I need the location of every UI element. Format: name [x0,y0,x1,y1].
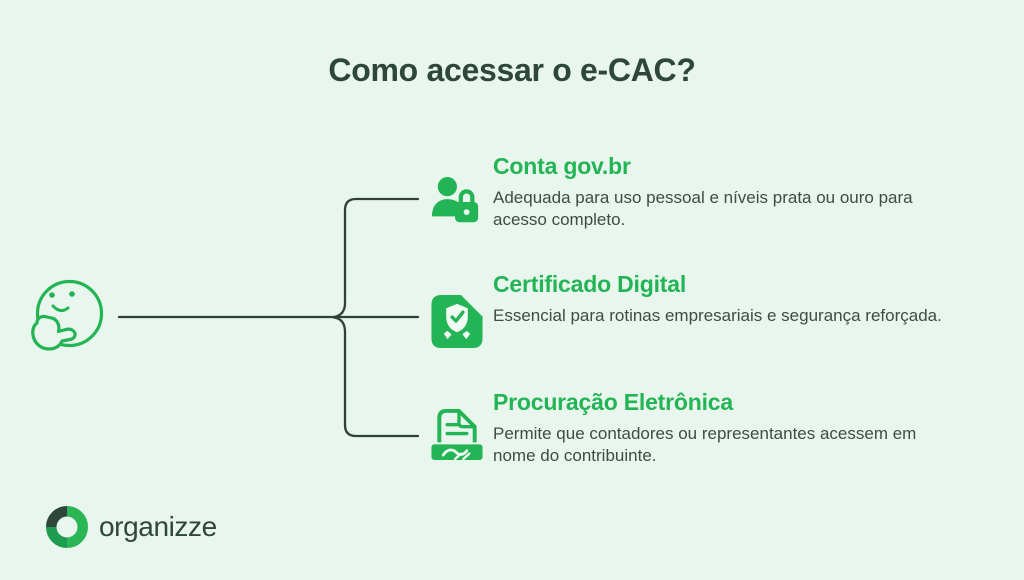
branch-description: Essencial para rotinas empresariais e se… [493,306,942,325]
branch-certificado-digital: Certificado Digital Essencial para rotin… [493,271,942,327]
connector-lines [117,197,420,438]
document-handshake-icon [431,408,483,461]
organizze-logo: organizze [44,504,217,550]
thinking-face-icon [31,279,104,351]
branch-procuracao-eletronica: Procuração Eletrônica Permite que contad… [493,389,948,467]
branch-description: Permite que contadores ou representantes… [493,424,917,465]
certificate-shield-icon [431,294,483,349]
branch-heading: Procuração Eletrônica [493,389,733,415]
organizze-logo-text: organizze [99,511,217,542]
branch-conta-govbr: Conta gov.br Adequada para uso pessoal e… [493,153,948,231]
page-title: Como acessar o e-CAC? [328,52,696,88]
branch-heading: Certificado Digital [493,271,687,297]
branch-heading: Conta gov.br [493,153,631,179]
organizze-logo-mark [46,506,88,548]
branch-description: Adequada para uso pessoal e níveis prata… [493,188,913,229]
user-lock-icon [431,177,479,223]
